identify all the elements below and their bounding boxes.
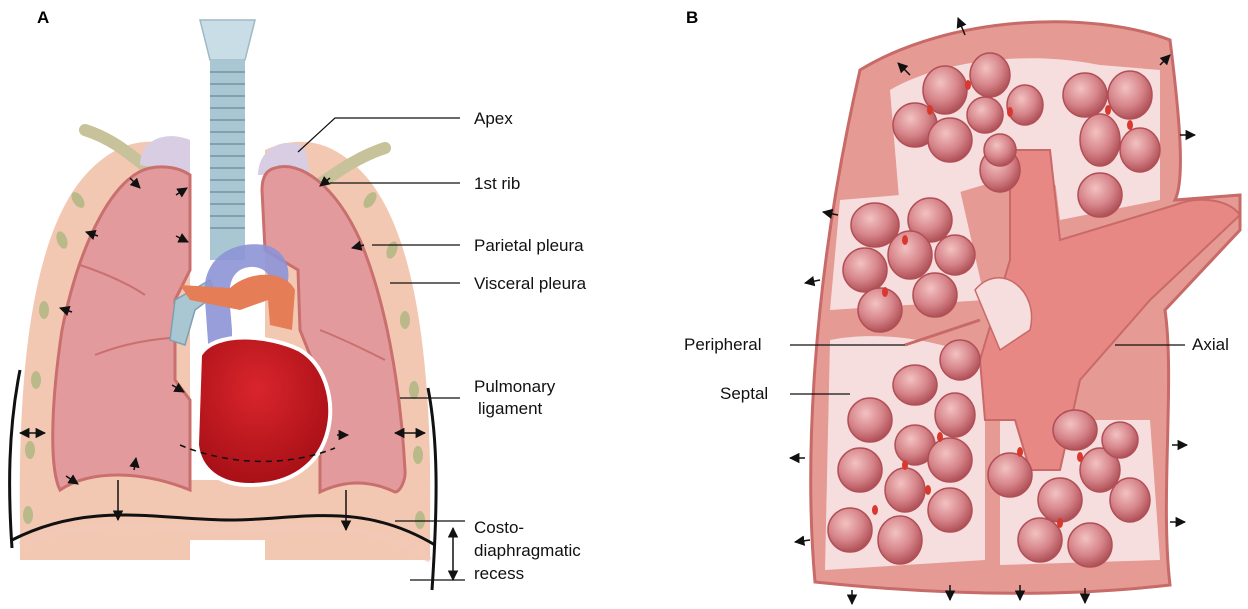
panel-b-lung-section: [790, 18, 1240, 604]
label-peripheral: Peripheral: [684, 334, 762, 356]
label-diaphragmatic: diaphragmatic: [474, 540, 581, 562]
heart: [197, 338, 330, 486]
label-pulmonary: Pulmonary: [474, 376, 555, 398]
label-parietal-pleura: Parietal pleura: [474, 235, 584, 257]
label-visceral-pleura: Visceral pleura: [474, 273, 586, 295]
label-costo: Costo-: [474, 517, 524, 539]
label-axial: Axial: [1192, 334, 1229, 356]
label-apex: Apex: [474, 108, 513, 130]
label-recess: recess: [474, 563, 524, 585]
label-ligament: ligament: [478, 398, 542, 420]
label-first-rib: 1st rib: [474, 173, 520, 195]
label-septal: Septal: [720, 383, 768, 405]
panel-a-thorax: [10, 20, 465, 590]
